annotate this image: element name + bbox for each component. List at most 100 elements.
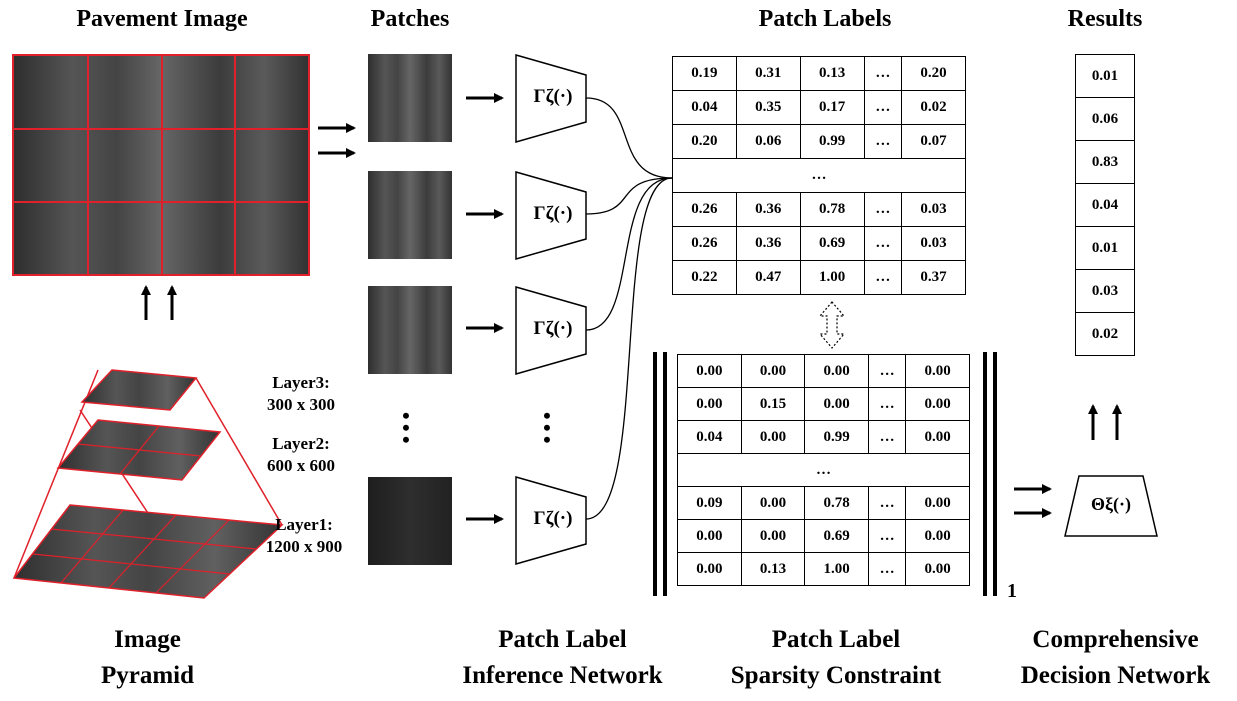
table-cell: … (863, 90, 903, 125)
patch-image (368, 286, 452, 374)
table-cell: 0.04 (672, 90, 737, 125)
caption-image-pyramid: Image Pyramid (70, 622, 225, 694)
table-row: 0.03 (1075, 269, 1135, 313)
table-cell: 0.00 (905, 519, 970, 553)
table-cell: 0.99 (799, 124, 865, 159)
table-cell: 0.06 (735, 124, 801, 159)
table-row-ellipsis: … (677, 453, 970, 487)
caption-inference-network: Patch Label Inference Network (440, 622, 685, 694)
gamma-network-block (515, 476, 587, 565)
table-cell: … (867, 552, 907, 586)
table-cell: 0.04 (677, 420, 742, 454)
title-patch-labels: Patch Labels (758, 6, 892, 32)
gamma-label: Γζ(·) (533, 86, 573, 107)
table-cell: 0.02 (901, 90, 966, 125)
table-cell: 0.00 (677, 519, 742, 553)
table-cell: 0.13 (799, 56, 865, 91)
table-row-ellipsis: … (672, 158, 966, 193)
layer1-size: 1200 x 900 (265, 537, 343, 556)
table-cell: … (863, 56, 903, 91)
table-cell: 0.83 (1075, 140, 1135, 184)
grid-line (87, 56, 89, 274)
vertical-ellipsis: ••• (543, 403, 551, 452)
table-cell: 0.31 (735, 56, 801, 91)
table-cell: 0.15 (740, 387, 806, 421)
layer2-size: 600 x 600 (267, 456, 335, 475)
table-cell: 0.06 (1075, 97, 1135, 141)
table-cell: 0.02 (1075, 312, 1135, 356)
table-cell: 0.03 (1075, 269, 1135, 313)
table-cell: 0.00 (677, 387, 742, 421)
layer2-label: Layer2: 600 x 600 (256, 433, 346, 477)
table-cell: 0.00 (677, 552, 742, 586)
gamma-network-block (515, 286, 587, 375)
norm-bar-right (993, 352, 997, 596)
table-cell: 0.69 (799, 226, 865, 261)
caption-sparsity-constraint: Patch Label Sparsity Constraint (706, 622, 966, 694)
table-cell: 0.13 (740, 552, 806, 586)
layer2-name: Layer2: (272, 434, 330, 453)
table-cell: 0.00 (905, 354, 970, 388)
table-cell: … (863, 124, 903, 159)
caption-line: Pyramid (100, 662, 195, 689)
table-row: 0.01 (1075, 54, 1135, 98)
table-cell: 0.20 (901, 56, 966, 91)
caption-decision-network: Comprehensive Decision Network (998, 622, 1233, 694)
table-cell: 0.00 (804, 354, 869, 388)
grid-line (234, 56, 236, 274)
table-cell: 0.00 (905, 420, 970, 454)
table-cell: 0.99 (804, 420, 869, 454)
table-cell: 0.26 (672, 226, 737, 261)
double-arrow-dotted (818, 301, 846, 349)
grid-line (161, 56, 163, 274)
table-cell: … (867, 486, 907, 520)
table-cell: … (867, 387, 907, 421)
caption-line: Comprehensive (1032, 626, 1199, 653)
title-patches: Patches (370, 6, 450, 32)
table-cell: 0.37 (901, 260, 966, 295)
layer3-size: 300 x 300 (267, 395, 335, 414)
layer1-label: Layer1: 1200 x 900 (252, 514, 356, 558)
table-cell: 0.04 (1075, 183, 1135, 227)
theta-label: Θξ(·) (1090, 494, 1132, 514)
results-table: 0.01 0.06 0.83 0.04 0.01 0.03 0.02 (1075, 54, 1135, 356)
table-row: 0.02 (1075, 312, 1135, 356)
table-cell: 0.01 (1075, 54, 1135, 98)
table-cell: 0.78 (799, 192, 865, 227)
caption-line: Inference Network (462, 662, 663, 689)
norm-bar-left (653, 352, 657, 596)
caption-line: Sparsity Constraint (730, 662, 942, 689)
gamma-label: Γζ(·) (533, 318, 573, 339)
gamma-network-block (515, 171, 587, 260)
table-cell: 0.00 (740, 519, 806, 553)
table-cell: 0.17 (799, 90, 865, 125)
table-cell: … (863, 226, 903, 261)
caption-line: Patch Label (771, 626, 901, 653)
vertical-ellipsis: ••• (402, 403, 410, 452)
norm-subscript: 1 (1007, 580, 1017, 602)
table-cell: 0.01 (1075, 226, 1135, 270)
table-cell: 0.03 (901, 226, 966, 261)
table-cell: … (863, 192, 903, 227)
table-row: 0.83 (1075, 140, 1135, 184)
table-cell: 0.78 (804, 486, 869, 520)
table-cell: 0.00 (677, 354, 742, 388)
caption-line: Decision Network (1020, 662, 1211, 689)
table-cell: 0.36 (735, 226, 801, 261)
gamma-label: Γζ(·) (533, 508, 573, 529)
grid-line (14, 128, 308, 130)
layer3-name: Layer3: (272, 373, 330, 392)
grid-line (14, 201, 308, 203)
gamma-label: Γζ(·) (533, 203, 573, 224)
